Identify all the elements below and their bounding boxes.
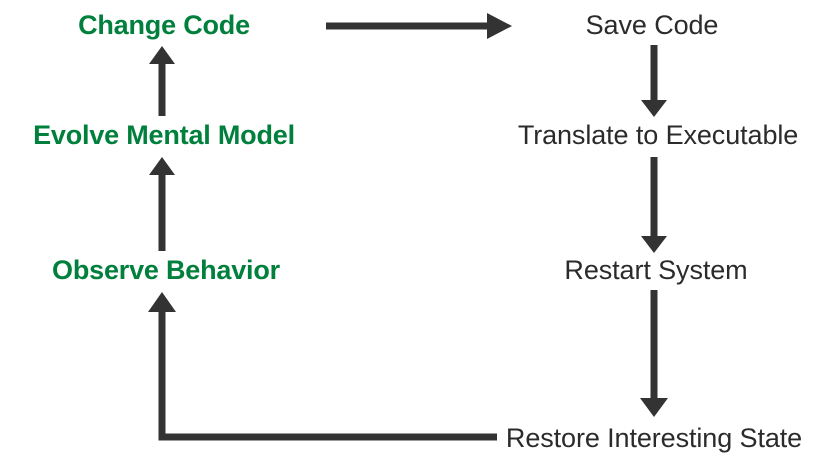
node-observe-behavior-label: Observe Behavior (52, 255, 280, 285)
edge-restore-to-observe (148, 292, 497, 441)
edge-observe-to-evolve (149, 157, 175, 251)
node-translate-to-executable-label: Translate to Executable (517, 120, 799, 150)
node-restart-system[interactable]: Restart System (564, 257, 747, 284)
node-restore-interesting-state-label: Restore Interesting State (505, 423, 803, 453)
edge-restart-to-restore (640, 290, 668, 417)
node-translate-to-executable[interactable]: Translate to Executable (518, 122, 798, 149)
node-evolve-mental-model[interactable]: Evolve Mental Model (33, 122, 295, 149)
node-evolve-mental-model-label: Evolve Mental Model (33, 120, 295, 150)
node-change-code[interactable]: Change Code (78, 12, 250, 39)
node-save-code-label: Save Code (585, 10, 719, 40)
node-restart-system-label: Restart System (564, 255, 748, 285)
node-restore-interesting-state[interactable]: Restore Interesting State (506, 425, 802, 452)
node-change-code-label: Change Code (78, 10, 250, 40)
node-observe-behavior[interactable]: Observe Behavior (52, 257, 280, 284)
edge-save-code-to-translate (641, 45, 667, 117)
edge-translate-to-restart (641, 157, 667, 253)
node-save-code[interactable]: Save Code (586, 12, 719, 39)
edge-change-code-to-save-code (326, 13, 512, 39)
edge-evolve-to-change-code (149, 46, 175, 116)
